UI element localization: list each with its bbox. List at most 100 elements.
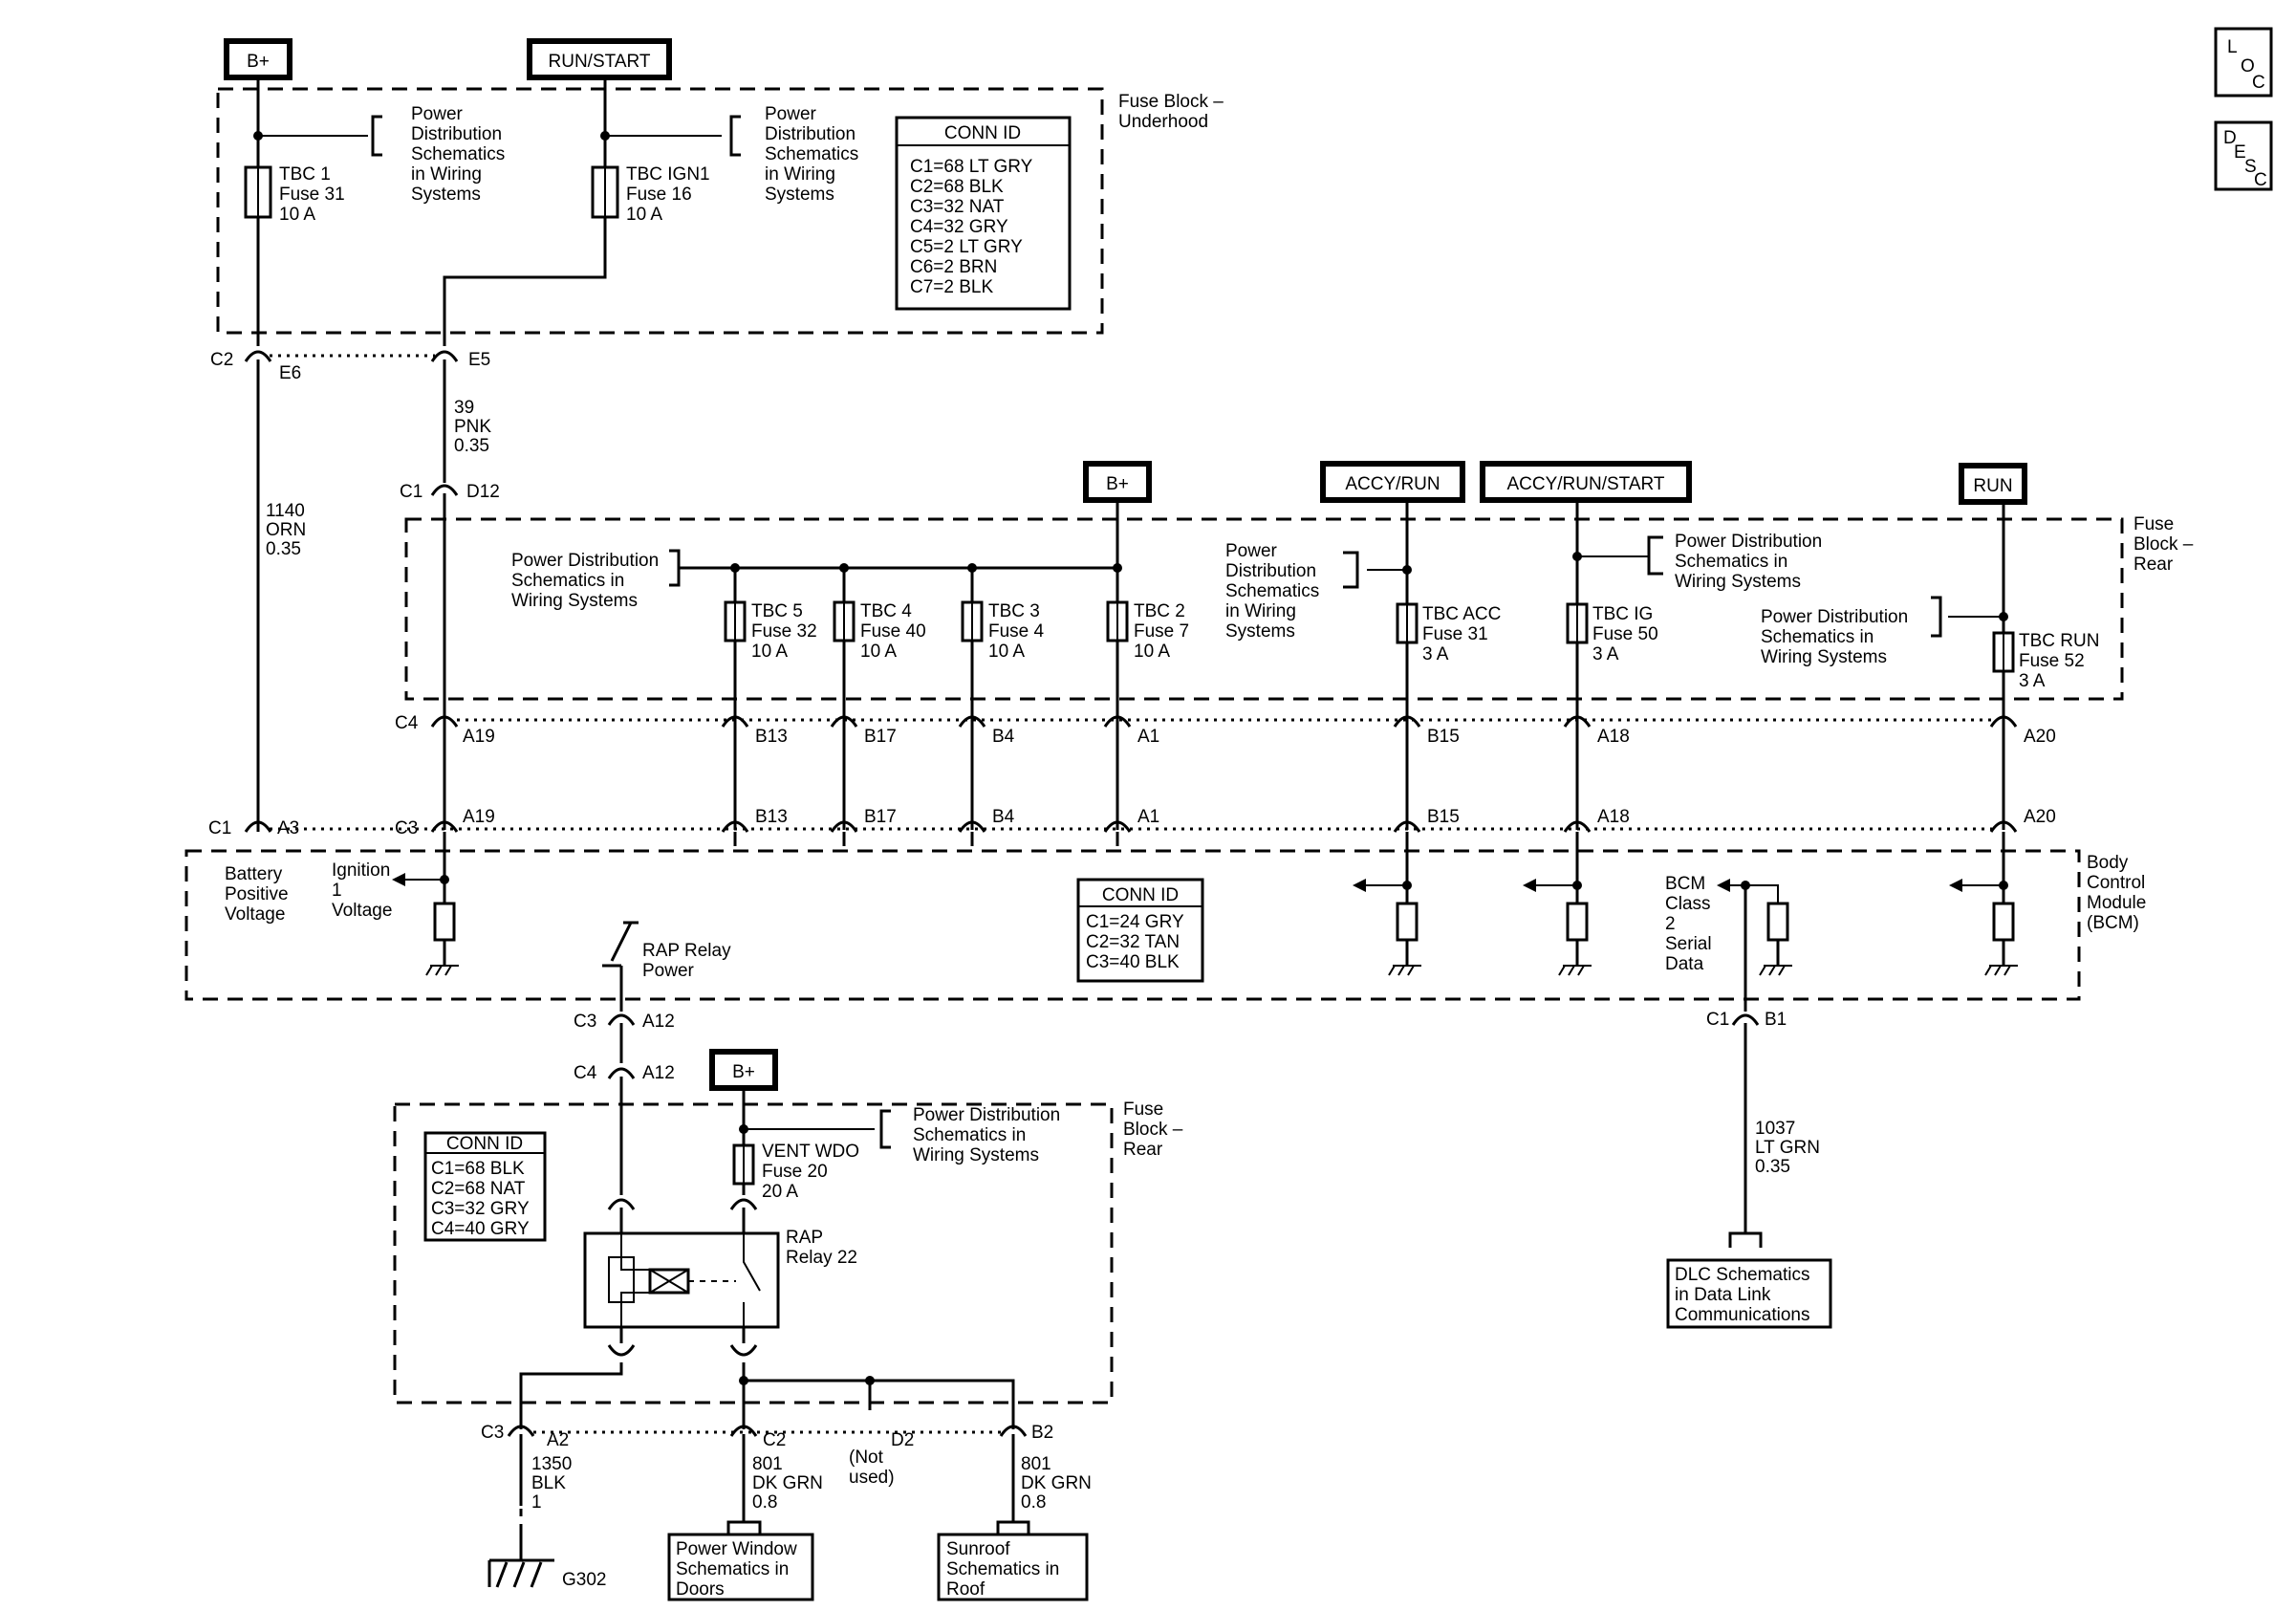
connector-c4-row: C4 A19 B13 B17 B4 A1 B15 A18 A20 xyxy=(395,713,2056,747)
svg-text:Fuse 50: Fuse 50 xyxy=(1592,624,1658,644)
svg-text:C4: C4 xyxy=(574,1063,597,1083)
svg-text:TBC 1: TBC 1 xyxy=(279,164,331,185)
power-source-accy-run: ACCY/RUN xyxy=(1320,461,1465,503)
svg-text:Power Distribution: Power Distribution xyxy=(1675,532,1822,552)
svg-text:Doors: Doors xyxy=(676,1579,725,1600)
svg-text:Power Window: Power Window xyxy=(676,1539,797,1559)
svg-text:VENT WDO: VENT WDO xyxy=(762,1142,859,1162)
svg-text:A1: A1 xyxy=(1137,727,1159,747)
svg-text:TBC 5: TBC 5 xyxy=(751,601,803,621)
svg-text:C4=40 GRY: C4=40 GRY xyxy=(431,1219,530,1239)
svg-text:Communications: Communications xyxy=(1675,1305,1810,1325)
ground-g302-icon: G302 xyxy=(487,1558,606,1590)
svg-text:O: O xyxy=(2241,56,2255,76)
svg-text:Fuse 52: Fuse 52 xyxy=(2019,651,2085,671)
svg-text:BCM: BCM xyxy=(1665,874,1705,894)
svg-text:C1=68 BLK: C1=68 BLK xyxy=(431,1159,525,1179)
svg-text:C7=2 BLK: C7=2 BLK xyxy=(910,277,993,297)
svg-text:Schematics in: Schematics in xyxy=(676,1559,789,1579)
svg-text:RUN: RUN xyxy=(1973,476,2012,496)
svg-text:1: 1 xyxy=(531,1492,542,1513)
svg-text:D: D xyxy=(2223,128,2237,148)
svg-text:Control: Control xyxy=(2087,873,2145,893)
svg-text:A20: A20 xyxy=(2024,727,2056,747)
fuse-block-rear: Fuse Block – Rear xyxy=(404,514,2194,701)
svg-text:A20: A20 xyxy=(2024,807,2056,827)
svg-text:A19: A19 xyxy=(463,727,495,747)
fuse-block-lower: Fuse Block – Rear xyxy=(393,1099,1183,1404)
svg-text:0.35: 0.35 xyxy=(454,436,489,456)
svg-text:Power: Power xyxy=(411,104,464,124)
svg-text:L: L xyxy=(2227,37,2238,57)
svg-text:Power: Power xyxy=(642,961,695,981)
conn-id-lower: CONN ID C1=68 BLK C2=68 NAT C3=32 GRY C4… xyxy=(423,1131,547,1242)
svg-text:C1: C1 xyxy=(208,818,231,838)
svg-text:C: C xyxy=(2252,73,2265,93)
svg-text:Class: Class xyxy=(1665,894,1711,914)
svg-text:1: 1 xyxy=(332,881,342,901)
bcm-input-run xyxy=(1949,832,2018,976)
svg-text:ORN: ORN xyxy=(266,520,306,540)
dlc-reference[interactable]: DLC Schematics in Data Link Communicatio… xyxy=(1666,1258,1832,1329)
svg-text:Fuse 31: Fuse 31 xyxy=(279,185,345,205)
fuse-tbc4: TBC 4 Fuse 40 10 A xyxy=(833,600,926,662)
svg-text:Positive: Positive xyxy=(225,884,289,904)
svg-text:2: 2 xyxy=(1665,914,1676,934)
svg-text:Schematics in: Schematics in xyxy=(913,1125,1026,1145)
conn-id-bcm: CONN ID C1=24 GRY C2=32 TAN C3=40 BLK xyxy=(1076,878,1204,983)
wire-801b-label: 801 DK GRN 0.8 xyxy=(1021,1454,1092,1513)
svg-text:Schematics: Schematics xyxy=(1225,581,1319,601)
svg-text:B15: B15 xyxy=(1427,807,1460,827)
svg-text:(Not: (Not xyxy=(849,1448,884,1468)
desc-icon[interactable]: D E S C xyxy=(2214,120,2273,191)
svg-text:10 A: 10 A xyxy=(279,205,315,225)
pd-ref-rear-accy: Power Distribution Schematics in Wiring … xyxy=(1225,541,1319,642)
svg-text:Fuse: Fuse xyxy=(2134,514,2174,534)
fuse-tbc-run: TBC RUN Fuse 52 3 A xyxy=(1992,631,2099,691)
svg-text:Schematics in: Schematics in xyxy=(511,571,624,591)
svg-text:C2=32 TAN: C2=32 TAN xyxy=(1086,932,1180,952)
svg-text:Roof: Roof xyxy=(946,1579,986,1600)
svg-text:TBC 2: TBC 2 xyxy=(1134,601,1185,621)
fuse-vent-wdo: VENT WDO Fuse 20 20 A xyxy=(732,1142,859,1202)
battery-positive-label: Battery Positive Voltage xyxy=(225,864,289,925)
svg-text:C3: C3 xyxy=(395,818,418,838)
svg-text:10 A: 10 A xyxy=(1134,642,1170,662)
svg-text:C3=40 BLK: C3=40 BLK xyxy=(1086,952,1180,972)
svg-text:Fuse 20: Fuse 20 xyxy=(762,1162,828,1182)
svg-text:Power Distribution: Power Distribution xyxy=(913,1105,1060,1125)
svg-text:A12: A12 xyxy=(642,1063,675,1083)
svg-text:Wiring Systems: Wiring Systems xyxy=(1675,572,1801,592)
svg-text:C3: C3 xyxy=(481,1423,504,1443)
svg-text:1037: 1037 xyxy=(1755,1119,1795,1139)
svg-text:Rear: Rear xyxy=(2134,555,2174,575)
svg-text:DK GRN: DK GRN xyxy=(1021,1473,1092,1493)
svg-text:Distribution: Distribution xyxy=(411,124,502,144)
svg-text:B+: B+ xyxy=(732,1062,755,1082)
svg-text:Data: Data xyxy=(1665,954,1704,974)
svg-text:RAP: RAP xyxy=(786,1228,823,1248)
svg-text:C2: C2 xyxy=(763,1430,786,1450)
svg-text:ACCY/RUN/START: ACCY/RUN/START xyxy=(1506,474,1664,494)
svg-text:D12: D12 xyxy=(466,482,500,502)
svg-text:in Data Link: in Data Link xyxy=(1675,1285,1771,1305)
svg-text:B2: B2 xyxy=(1031,1423,1053,1443)
svg-text:B+: B+ xyxy=(1106,474,1129,494)
svg-text:3 A: 3 A xyxy=(2019,671,2046,691)
svg-text:Power: Power xyxy=(765,104,817,124)
svg-text:Schematics in: Schematics in xyxy=(1761,627,1874,647)
rap-relay-22: RAP Relay 22 xyxy=(583,1228,857,1329)
sunroof-reference[interactable]: Sunroof Schematics in Roof xyxy=(937,1533,1089,1601)
fuse-tbc-acc: TBC ACC Fuse 31 3 A xyxy=(1396,602,1501,664)
power-window-reference[interactable]: Power Window Schematics in Doors xyxy=(667,1533,814,1601)
svg-text:C1: C1 xyxy=(1706,1010,1729,1030)
svg-text:Block –: Block – xyxy=(2134,534,2194,555)
loc-icon[interactable]: L O C xyxy=(2214,27,2273,98)
svg-text:C2: C2 xyxy=(210,350,233,370)
svg-text:Block –: Block – xyxy=(1123,1120,1183,1140)
fuse-block-underhood: Fuse Block – Underhood xyxy=(216,87,1224,335)
svg-text:TBC IGN1: TBC IGN1 xyxy=(626,164,710,185)
wire-801a-label: 801 DK GRN 0.8 xyxy=(752,1454,823,1513)
svg-text:C2=68 BLK: C2=68 BLK xyxy=(910,177,1004,197)
svg-text:Sunroof: Sunroof xyxy=(946,1539,1010,1559)
